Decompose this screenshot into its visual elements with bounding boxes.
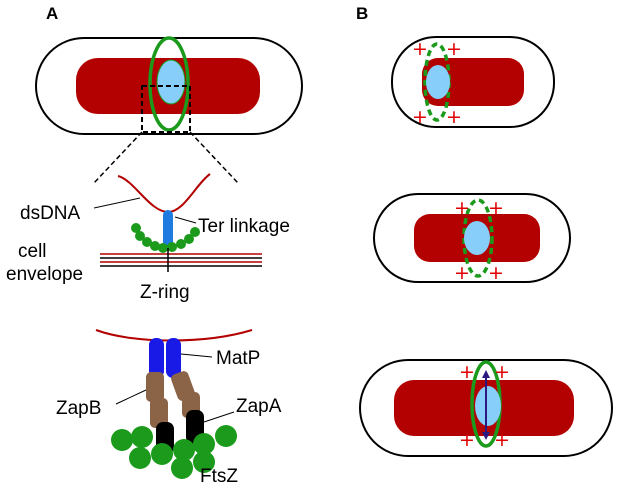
plus-sign: +: [494, 429, 510, 451]
ftsz-subunit: [111, 429, 133, 451]
cell-b-1: + + + +: [391, 36, 555, 128]
plus-sign: +: [412, 106, 428, 128]
ftsz-bead: [131, 223, 141, 233]
plus-sign: +: [454, 262, 470, 284]
plus-sign: +: [494, 361, 510, 383]
ftsz-bead: [150, 241, 160, 251]
zapb-segment: [150, 398, 168, 428]
ftsz-bead: [142, 237, 152, 247]
label-zapa: ZapA: [236, 396, 282, 417]
plus-sign: +: [446, 106, 462, 128]
ftsz-subunit: [193, 433, 215, 455]
cell-a-top: [35, 36, 303, 135]
ftsz-subunit: [171, 457, 193, 479]
zapa-pointer: [203, 411, 235, 423]
ftsz-subunit: [131, 426, 153, 448]
ftsz-subunit: [193, 451, 215, 473]
label-ftsz: FtsZ: [200, 466, 238, 487]
plus-sign: +: [446, 38, 462, 60]
zoom-line-left: [93, 131, 143, 184]
label-dsdna: dsDNA: [20, 203, 81, 224]
ftsz-filament: [111, 425, 237, 479]
plus-sign: +: [459, 429, 475, 451]
ftsz-bead: [190, 227, 200, 237]
label-ter-linkage: Ter linkage: [198, 216, 290, 237]
ter-region: [475, 386, 501, 426]
cell-envelope: [100, 253, 262, 267]
panel-a: A: [6, 4, 303, 487]
ter-region: [464, 221, 490, 255]
ter-linkage: [163, 210, 173, 248]
zoom-box: [141, 85, 191, 133]
zoom-detail: dsDNA Ter linkage cell envelope Z-ring: [6, 173, 290, 303]
label-envelope: envelope: [6, 264, 83, 285]
ter-region: [156, 59, 186, 105]
cell-b-3: + + + +: [359, 359, 613, 457]
plus-sign: +: [459, 361, 475, 383]
ftsz-subunit: [215, 425, 237, 447]
panel-b: B + + + + + + + +: [356, 4, 613, 457]
label-cell: cell: [18, 241, 47, 262]
label-z-ring: Z-ring: [140, 282, 190, 303]
ftsz-bead: [176, 239, 186, 249]
dsdna-strand: [117, 173, 211, 214]
matp-pointer: [180, 353, 213, 358]
ftsz-bead: [158, 243, 168, 253]
ter-linkage-pointer: [174, 216, 197, 224]
zapb-left: [146, 372, 168, 428]
z-ring: [148, 36, 190, 132]
ftsz-subunit: [151, 443, 173, 465]
label-zapb: ZapB: [56, 398, 101, 419]
ftsz-bead: [135, 231, 145, 241]
plus-sign: +: [454, 197, 470, 219]
ftsz-bead: [184, 234, 194, 244]
zoom-line-right: [189, 131, 239, 184]
dsdna-pointer: [93, 197, 141, 209]
panel-b-label: B: [356, 4, 368, 23]
ftsz-subunit: [173, 439, 195, 461]
plus-sign: +: [412, 38, 428, 60]
ftsz-subunit: [129, 447, 151, 469]
zapb-segment: [146, 372, 164, 402]
label-matp: MatP: [216, 348, 260, 369]
matp-subunit: [166, 338, 181, 378]
molecular-detail: MatP ZapB ZapA FtsZ: [56, 329, 282, 487]
matp-subunit: [149, 338, 164, 378]
z-ring-filament: [131, 223, 200, 253]
zapb-pointer: [115, 389, 147, 405]
panel-a-label: A: [46, 4, 58, 23]
plus-sign: +: [488, 262, 504, 284]
ter-region: [426, 65, 450, 99]
plus-sign: +: [488, 197, 504, 219]
cell-b-2: + + + +: [373, 193, 571, 284]
ftsz-bead: [167, 242, 177, 252]
